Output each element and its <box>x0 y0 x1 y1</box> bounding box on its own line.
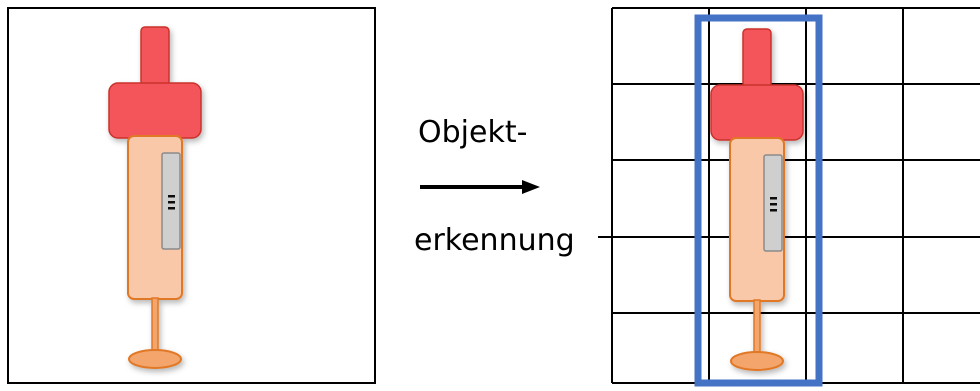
bounding-box <box>694 14 823 387</box>
label-erkennung: erkennung <box>414 223 575 258</box>
right-arrow-icon <box>420 180 540 194</box>
label-objekt: Objekt- <box>418 115 528 150</box>
syringe-icon <box>710 28 804 371</box>
detection-grid <box>598 7 980 384</box>
syringe-icon <box>108 26 202 369</box>
input-image-frame <box>7 7 376 384</box>
